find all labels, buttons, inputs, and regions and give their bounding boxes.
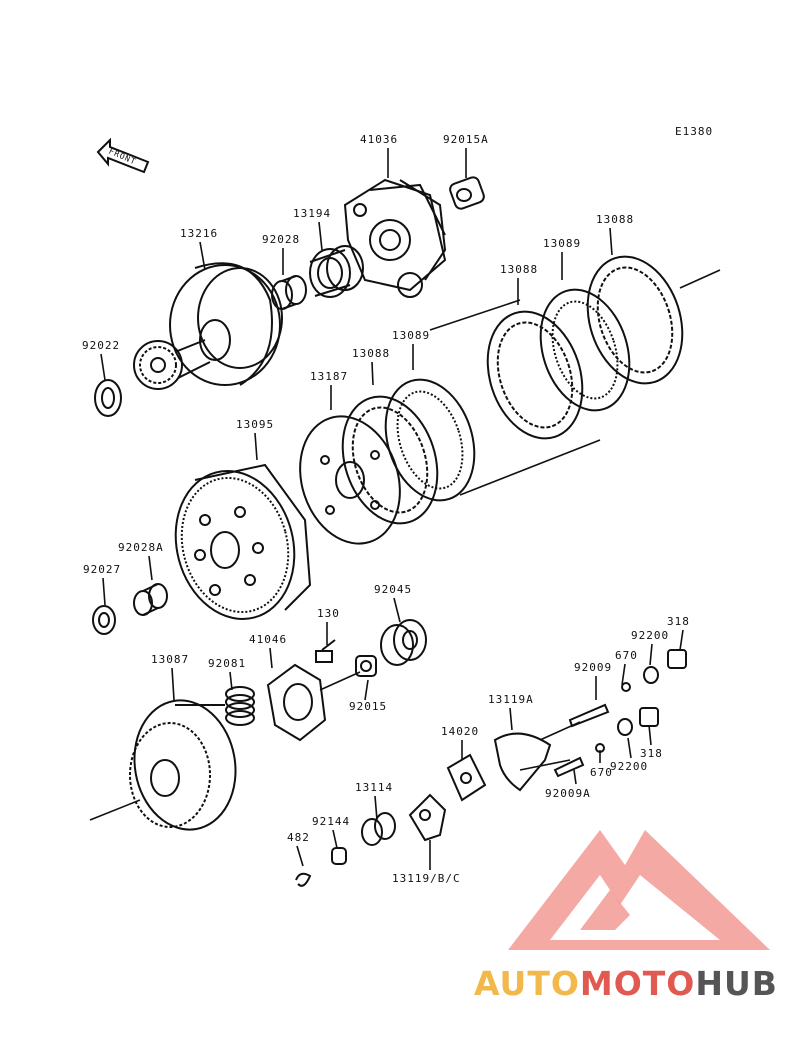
part-label: 13216: [180, 227, 219, 240]
part-label: 92027: [83, 563, 122, 576]
part-92015-drawing: [355, 655, 377, 677]
part-482-drawing: [295, 872, 312, 887]
part-670-drawing: [595, 682, 631, 753]
part-label: 41036: [360, 133, 399, 146]
part-92081-drawing: [225, 686, 255, 726]
part-label: 13119/B/C: [392, 872, 461, 885]
part-14020-drawing: [446, 753, 487, 802]
part-92144-drawing: [331, 847, 347, 865]
watermark-auto: AUTO: [474, 964, 580, 1003]
part-130-drawing: [315, 639, 336, 663]
part-92028A-drawing: [133, 583, 168, 616]
part-label: 92144: [312, 815, 351, 828]
part-41046-drawing: [266, 663, 327, 742]
part-label: 92081: [208, 657, 247, 670]
part-label: 482: [287, 831, 310, 844]
watermark-text: AUTOMOTOHUB: [474, 964, 778, 1003]
part-92009-drawing: [553, 703, 610, 778]
part-label: 670: [615, 649, 638, 662]
part-label: 13089: [543, 237, 582, 250]
front-arrow-icon: FRONT: [96, 137, 152, 182]
part-13119A-drawing: [493, 732, 552, 792]
part-label: 92200: [631, 629, 670, 642]
part-label: 13087: [151, 653, 190, 666]
part-label: 13194: [293, 207, 332, 220]
part-13119BC-drawing: [408, 793, 447, 842]
part-label: 318: [640, 747, 663, 760]
part-13114-drawing: [361, 812, 396, 846]
part-label: 13088: [596, 213, 635, 226]
part-label: 670: [590, 766, 613, 779]
part-92022-drawing: [94, 379, 122, 417]
part-13216-drawing: [133, 262, 283, 390]
part-label: 92045: [374, 583, 413, 596]
part-92200-drawing: [617, 666, 659, 736]
part-label: 92028: [262, 233, 301, 246]
part-label: 13114: [355, 781, 394, 794]
part-label: 92015: [349, 700, 388, 713]
part-92027-drawing: [92, 605, 116, 635]
part-label: 13187: [310, 370, 349, 383]
part-label: 13088: [500, 263, 539, 276]
part-label: 14020: [441, 725, 480, 738]
part-label: 92200: [610, 760, 649, 773]
part-label: 13119A: [488, 693, 534, 706]
part-label: 130: [317, 607, 340, 620]
part-plates-drawing: [341, 255, 684, 525]
watermark-logo: [470, 790, 790, 1040]
watermark-hub: HUB: [695, 964, 778, 1003]
part-13194-drawing: [309, 245, 364, 298]
part-label: 92028A: [118, 541, 164, 554]
part-13095-drawing: [174, 463, 312, 620]
part-label: 92015A: [443, 133, 489, 146]
watermark-moto: MOTO: [579, 964, 696, 1003]
part-label: 13088: [352, 347, 391, 360]
part-label: 13089: [392, 329, 431, 342]
part-label: 318: [667, 615, 690, 628]
part-92045-drawing: [380, 619, 427, 666]
diagram-code: E1380: [675, 125, 714, 138]
part-13187-drawing: [299, 415, 401, 545]
part-label: 92009A: [545, 787, 591, 800]
part-label: 13095: [236, 418, 275, 431]
part-label: 92009: [574, 661, 613, 674]
part-318-drawing: [639, 649, 687, 727]
part-92015A-drawing: [449, 176, 485, 210]
part-label: 92022: [82, 339, 121, 352]
part-label: 41046: [249, 633, 288, 646]
part-13087-drawing: [129, 699, 237, 831]
